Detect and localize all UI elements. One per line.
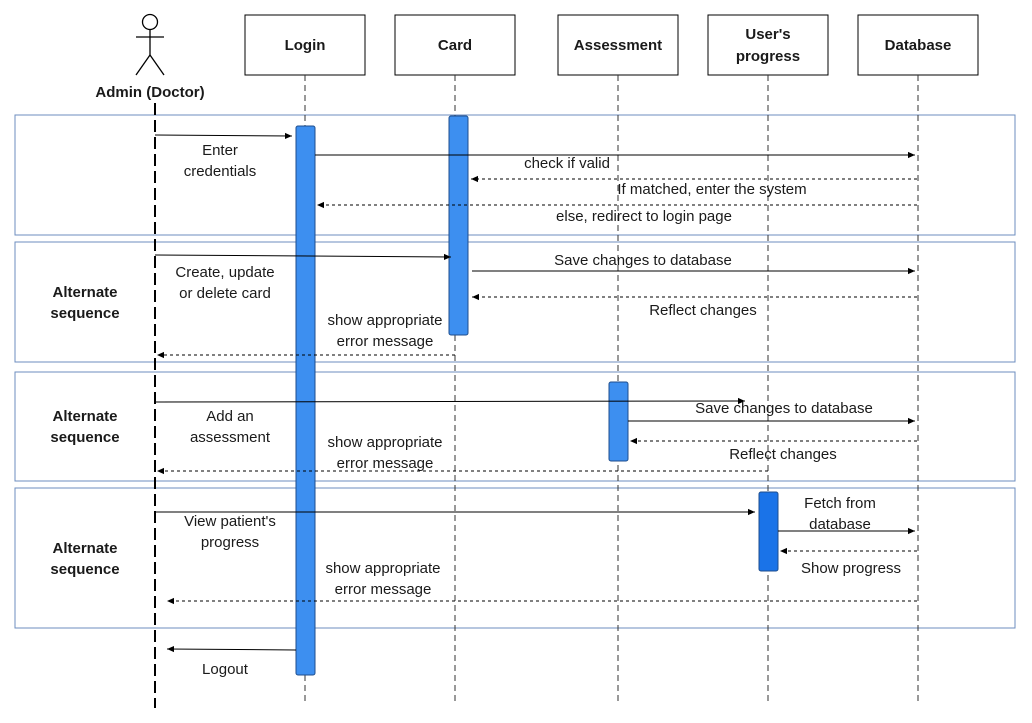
msg-fetch-db-label-1: Fetch from [804,495,876,512]
msg-error-2-label-2: error message [337,455,434,472]
fragment-alt-progress-label-2: sequence [50,561,119,578]
participant-assessment-label: Assessment [574,37,662,54]
fragment-alt-assessment-label-2: sequence [50,429,119,446]
actor-label: Admin (Doctor) [95,84,204,101]
msg-if-matched-label: If matched, enter the system [617,181,806,198]
participant-progress-box [707,14,829,76]
msg-create-card-label-2: or delete card [179,285,271,302]
activation-assessment [608,381,629,462]
msg-error-3-label-2: error message [335,581,432,598]
msg-view-progress-label-2: progress [201,534,259,551]
msg-enter-credentials-arrow [154,132,293,140]
participant-assessment-box [557,14,679,76]
fragment-login [14,114,1016,236]
msg-enter-credentials-label-2: credentials [184,163,257,180]
participant-database-box [857,14,979,76]
msg-create-card-arrow [154,253,452,261]
msg-error-3-label-1: show appropriate [325,560,440,577]
msg-show-progress-label: Show progress [801,560,901,577]
msg-error-1-label-2: error message [337,333,434,350]
msg-reflect-changes-2-label: Reflect changes [729,446,837,463]
msg-add-assessment-arrow [154,397,746,405]
msg-create-card-label-1: Create, update [175,264,274,281]
fragment-alt-card [14,241,1016,363]
actor-admin [135,13,165,76]
participant-card-box [394,14,516,76]
msg-add-assessment-label-2: assessment [190,429,271,446]
activation-card [448,115,469,336]
fragment-alt-assessment-label-1: Alternate [52,408,117,425]
fragment-alt-assessment [14,371,1016,482]
fragment-alt-progress [14,487,1016,629]
participant-card-label: Card [438,37,472,54]
actor-head [141,13,159,31]
msg-save-changes-1-label: Save changes to database [554,252,732,269]
msg-check-valid-label: check if valid [524,155,610,172]
participant-progress-label-2: progress [736,48,800,65]
msg-else-redirect-label: else, redirect to login page [556,208,732,225]
msg-add-assessment-label-1: Add an [206,408,254,425]
participant-login-label: Login [285,37,326,54]
fragment-alt-card-label-1: Alternate [52,284,117,301]
participant-progress-label-1: User's [745,26,790,43]
msg-reflect-changes-1-label: Reflect changes [649,302,757,319]
msg-fetch-db-label-2: database [809,516,871,533]
activation-progress [758,491,779,572]
fragment-alt-progress-label-1: Alternate [52,540,117,557]
msg-error-2-label-1: show appropriate [327,434,442,451]
participant-database-label: Database [885,37,952,54]
participant-login-box [244,14,366,76]
msg-view-progress-label-1: View patient's [184,513,276,530]
msg-enter-credentials-label-1: Enter [202,142,238,159]
msg-error-1-label-1: show appropriate [327,312,442,329]
msg-logout-arrow [166,645,297,653]
msg-save-changes-2-label: Save changes to database [695,400,873,417]
fragment-alt-card-label-2: sequence [50,305,119,322]
msg-logout-label: Logout [202,661,249,678]
activation-login [295,125,316,676]
